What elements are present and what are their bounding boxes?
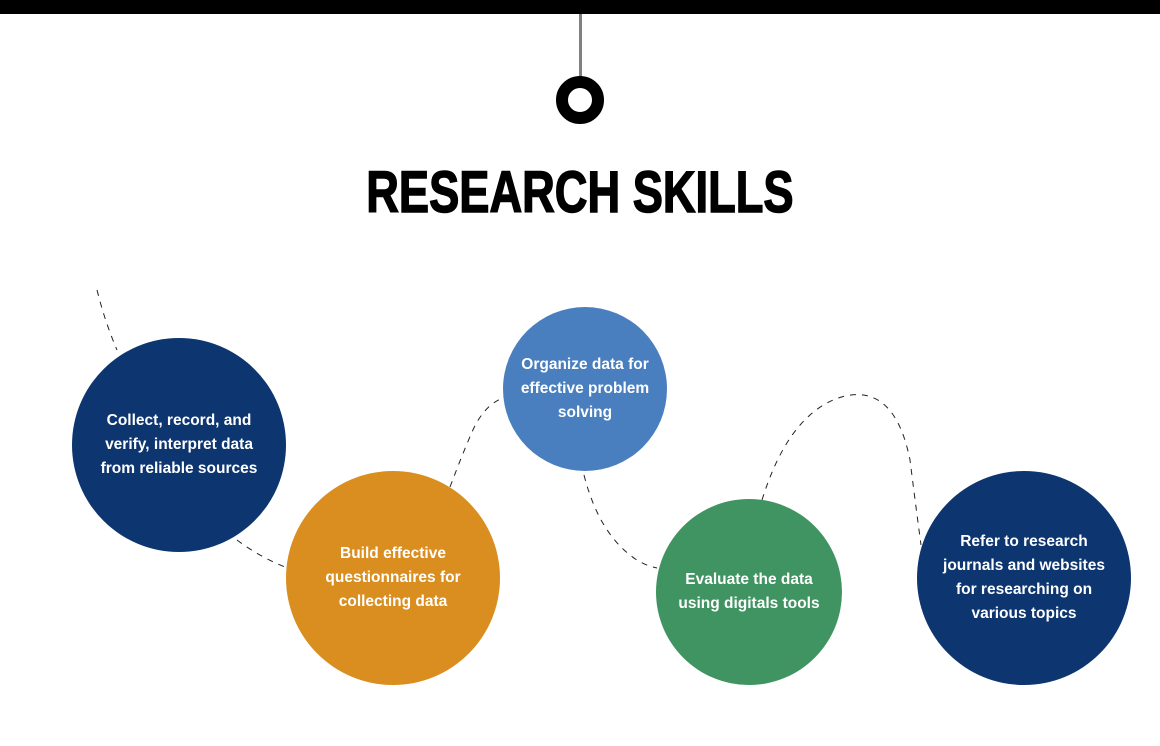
top-bar [0, 0, 1160, 14]
connector-start [96, 289, 118, 351]
skill-text: Build effective questionnaires for colle… [325, 545, 461, 610]
skill-circle-collect: Collect, record, and verify, interpret d… [72, 338, 286, 552]
connector-1-2 [236, 539, 286, 568]
pendant-line [579, 14, 582, 78]
connector-4-5 [761, 394, 922, 546]
skill-circle-refer: Refer to research journals and websites … [917, 471, 1131, 685]
title-text: RESEARCH SKILLS [366, 159, 794, 226]
skill-circle-evaluate: Evaluate the data using digitals tools [656, 499, 842, 685]
skill-text: Refer to research journals and websites … [943, 533, 1105, 622]
page-title: RESEARCH SKILLS [0, 159, 1160, 226]
skill-circle-organize: Organize data for effective problem solv… [503, 307, 667, 471]
connector-2-3 [449, 397, 504, 488]
skill-text: Collect, record, and verify, interpret d… [100, 412, 258, 477]
skill-text: Evaluate the data using digitals tools [678, 571, 820, 612]
connector-3-4 [583, 474, 658, 569]
skill-circle-questionnaires: Build effective questionnaires for colle… [286, 471, 500, 685]
skill-text: Organize data for effective problem solv… [520, 356, 650, 421]
